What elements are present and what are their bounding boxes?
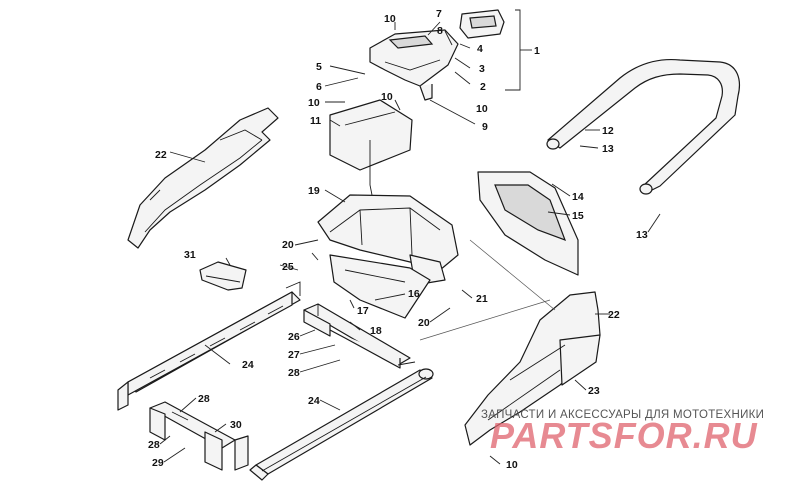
callout-6: 6 (316, 81, 322, 93)
callout-24: 24 (308, 395, 320, 407)
callout-28: 28 (148, 439, 160, 451)
callout-2: 2 (480, 81, 486, 93)
callout-5: 5 (316, 61, 322, 73)
callout-30: 30 (230, 419, 242, 431)
part-24-right-tube (249, 368, 434, 481)
callout-12: 12 (602, 125, 614, 137)
part-9-taillight-housing (369, 29, 459, 101)
callout-24: 24 (242, 359, 254, 371)
watermark-brand: PARTSFOR.RU (490, 415, 758, 456)
callout-25: 25 (282, 261, 294, 273)
callout-22: 22 (608, 309, 620, 321)
callout-19: 19 (308, 185, 320, 197)
part-27-bracket-assembly (303, 303, 416, 369)
callout-31: 31 (184, 249, 196, 261)
part-24-left-rail (117, 281, 301, 411)
callout-27: 27 (288, 349, 300, 361)
part-12-grab-handle (546, 58, 741, 195)
callout-28: 28 (288, 367, 300, 379)
leader-lines (159, 9, 661, 465)
watermark-subtitle: ЗАПЧАСТИ И АКСЕССУАРЫ ДЛЯ МОТОТЕХНИКИ (481, 409, 764, 421)
callout-10: 10 (506, 459, 518, 471)
part-22-left-side-panel (127, 107, 279, 249)
callout-29: 29 (152, 457, 164, 469)
part-29-lower-bracket (149, 401, 249, 471)
callout-22: 22 (155, 149, 167, 161)
callout-14: 14 (572, 191, 584, 203)
callout-26: 26 (288, 331, 300, 343)
part-15-side-panel (477, 171, 579, 276)
watermark: ЗАПЧАСТИ И АКСЕССУАРЫ ДЛЯ МОТОТЕХНИКИ PA… (481, 409, 764, 456)
callout-13: 13 (636, 229, 648, 241)
callout-23: 23 (588, 385, 600, 397)
part-31-pad (199, 261, 247, 291)
callout-4: 4 (477, 43, 483, 55)
part-16-mud-flap (329, 254, 431, 319)
callout-16: 16 (408, 288, 420, 300)
part-23-rear-side-panel (464, 291, 601, 446)
callout-11: 11 (310, 115, 321, 127)
callout-7: 7 (436, 8, 442, 20)
callout-17: 17 (357, 305, 369, 317)
callout-20: 20 (282, 239, 294, 251)
callout-10: 10 (381, 91, 393, 103)
callout-labels: 10 7 8 4 3 2 1 5 6 10 10 10 9 11 12 13 1… (148, 8, 648, 471)
callout-10: 10 (308, 97, 320, 109)
callout-10: 10 (384, 13, 396, 25)
callout-28: 28 (198, 393, 210, 405)
callout-20: 20 (418, 317, 430, 329)
callout-15: 15 (572, 210, 584, 222)
callout-13: 13 (602, 143, 614, 155)
callout-18: 18 (370, 325, 382, 337)
part-11-plate (329, 99, 413, 196)
callout-8: 8 (437, 25, 443, 37)
callout-9: 9 (482, 121, 488, 133)
part-1-taillight (459, 9, 505, 39)
callout-1: 1 (534, 45, 540, 57)
callout-10: 10 (476, 103, 488, 115)
callout-21: 21 (476, 293, 488, 305)
callout-3: 3 (479, 63, 485, 75)
